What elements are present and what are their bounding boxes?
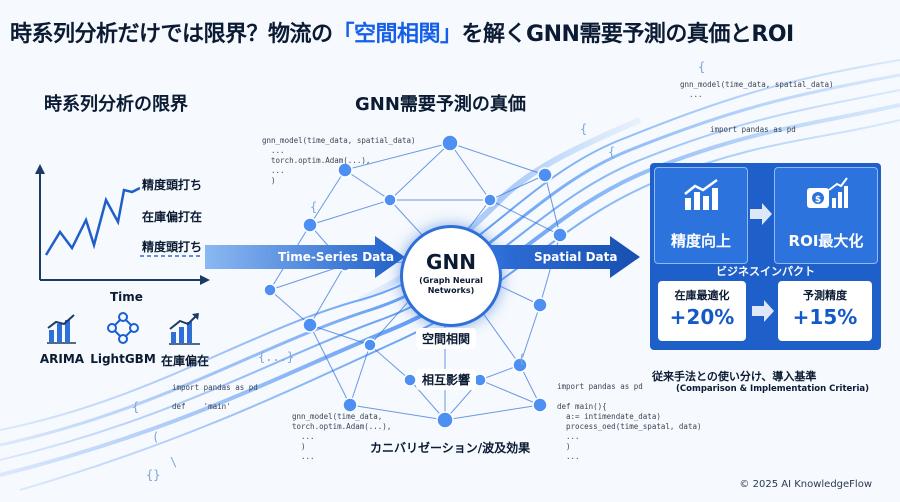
brace-deco-9: { [310,200,318,214]
stat-inventory-value: +20% [669,305,735,329]
label-mutual-influence: 相互影響 [416,369,477,390]
code-top-right: gnn_model(time_data, spatial_data) ... [680,80,834,99]
left-heading: 時系列分析の限界 [44,94,188,115]
chart-label-1: 精度頭打ち [140,176,205,193]
business-impact-label: ビジネスインパクト [716,265,815,278]
brace-deco-5: { [132,400,140,414]
code-top-center: gnn_model(time_data, spatial_data) ... t… [262,136,416,185]
code-bottom-center: gnn_model(time_data, torch.optim.Adam(..… [292,412,392,461]
chart-y-arrowhead [35,164,45,174]
code-bottom-right: import pandas as pd def main(){ a:= inti… [557,382,702,461]
arrow-between-cards [750,203,772,225]
brace-deco-1: { [698,60,706,74]
brace-deco-8: \ [170,455,178,469]
model-label-lightgbm: LightGBM [90,352,156,366]
chart-label-2: 在庫偏打在 [140,208,205,225]
card-roi-title: ROI最大化 [788,232,864,250]
center-heading: GNN需要予測の真価 [355,94,526,115]
stat-forecast-label: 予測精度 [803,289,847,302]
code-bottom-left-import: import pandas as pd [172,383,258,392]
code-import-top: import pandas as pd [710,125,796,134]
brace-deco-6: ( [152,430,160,444]
copyright: © 2025 AI KnowledgeFlow [739,479,872,490]
page-title: 時系列分析だけでは限界？物流の「空間相関」を解くGNN需要予測の真価とROI [10,22,794,47]
label-spatial-correlation: 空間相関 [416,328,477,349]
title-highlight: 「空間相関」 [332,22,463,47]
card-accuracy: 精度向上 [654,167,748,264]
stat-forecast-value: +15% [792,305,858,329]
caption-en: (Comparison & Implementation Criteria) [676,384,870,394]
brace-deco-7: {} [146,468,161,482]
chart-line [44,186,141,256]
model-label-inventory: 在庫偏在 [160,354,209,368]
stat-inventory-label: 在庫最適化 [674,289,730,302]
gnn-node: GNN (Graph Neural Networks) [400,225,502,327]
brace-deco-10: { [518,352,526,366]
code-bottom-left-def: def 'main' [172,402,231,411]
card-accuracy-title: 精度向上 [670,232,731,250]
arrow-time-series-label: Time-Series Data [278,250,395,264]
trend-up-icon [684,178,718,210]
chart-axis-label: Time [110,290,143,304]
gnn-title: GNN [426,250,476,274]
roi-panel: 精度向上 $ ROI最大化 ビジネスインパクト 在庫最適化 +20% 予測精度 … [650,163,881,350]
arrow-spatial [490,236,640,278]
arrow-time-series [205,236,405,278]
lightgbm-icon [107,312,139,344]
inventory-chart-icon [169,313,200,345]
gnn-subtitle: (Graph Neural Networks) [419,276,483,295]
chart-x-arrowhead [200,275,210,285]
card-roi: $ ROI最大化 [774,167,878,264]
arrow-between-stats [752,300,774,322]
arima-icon [47,314,76,344]
model-label-arima: ARIMA [39,352,85,366]
brace-deco-4: {...} [258,350,295,364]
money-growth-icon: $ [807,177,848,208]
chart-label-3: 精度頭打ち [140,238,205,255]
arrow-spatial-label: Spatial Data [534,250,618,264]
stat-inventory: 在庫最適化 +20% [658,281,746,341]
svg-text:$: $ [815,195,821,205]
stat-forecast: 予測精度 +15% [778,281,872,341]
brace-deco-3: { [608,145,616,159]
caption-jp: 従来手法との使い分け、導入基準 [652,370,817,383]
label-cannibalization: カニバリゼーション/波及効果 [370,441,531,455]
brace-deco-2: { [580,122,588,136]
